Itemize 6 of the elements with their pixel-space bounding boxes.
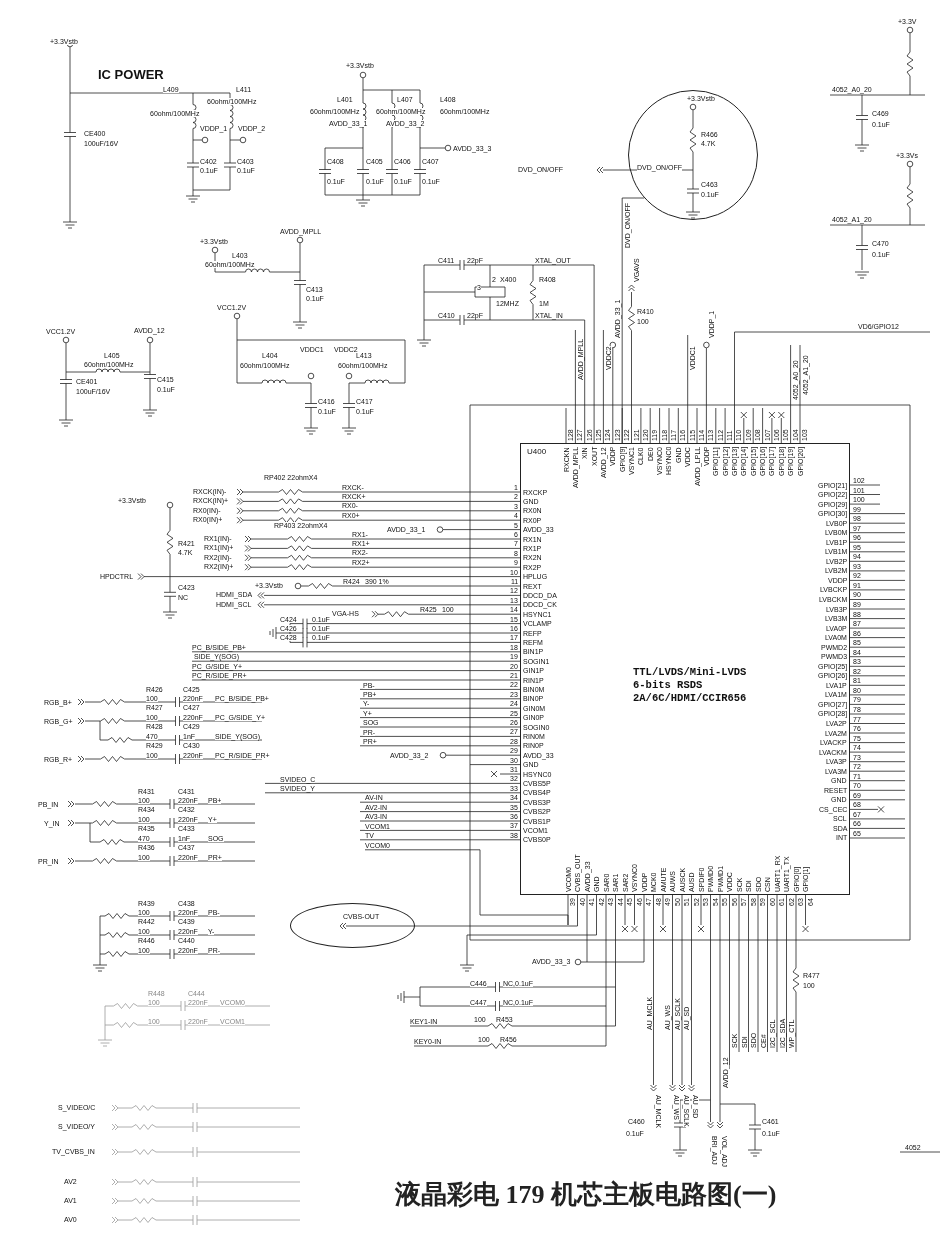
chip-description: TTL/LVDS/Mini-LVDS 6-bits RSDS 2A/6C/HDMI/CCIR656: [633, 666, 748, 705]
caption: 液晶彩电 179 机芯主板电路图(一): [395, 1180, 777, 1210]
connector-line: [621, 197, 645, 444]
ic-chip: [520, 443, 850, 895]
section-heading: IC POWER: [98, 68, 164, 81]
component-reference: U400: [527, 448, 547, 455]
